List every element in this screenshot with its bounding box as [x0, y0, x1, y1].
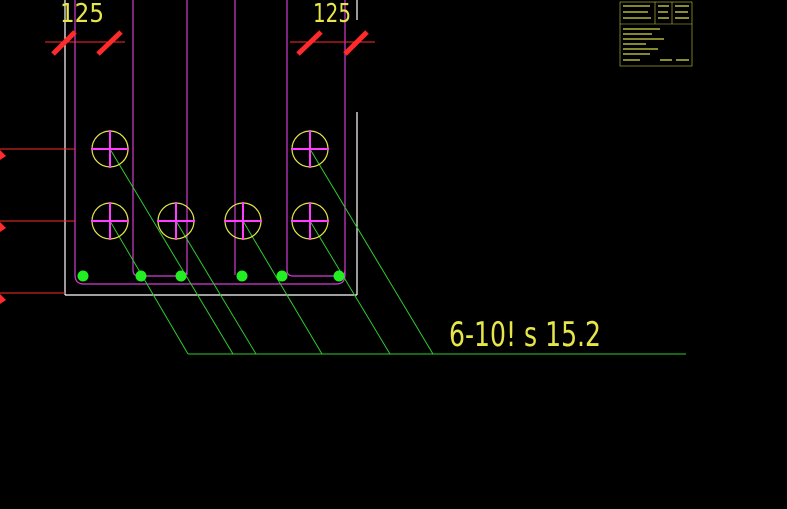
- rebar-dot: [135, 270, 147, 282]
- rebar-dot: [333, 270, 345, 282]
- left-dimension-arrows: [0, 150, 6, 304]
- rebar-dot: [236, 270, 248, 282]
- tendon: [157, 202, 195, 240]
- rebar-dot: [276, 270, 288, 282]
- stirrups: [74, 0, 346, 285]
- tendon: [91, 130, 129, 168]
- tendon-leaders: [109, 148, 686, 355]
- top-dimension-ticks: [51, 30, 369, 56]
- left-dimension-lines: [0, 148, 75, 294]
- section-outline: [64, 0, 358, 296]
- rebar-dot: [77, 270, 89, 282]
- dimension-label-right: 125: [313, 0, 351, 29]
- tendon-group: [91, 130, 329, 240]
- legend-notes-block: [619, 1, 693, 67]
- tendon-callout-label: 6-10! s 15.2: [449, 315, 601, 355]
- longitudinal-bars: [77, 270, 345, 282]
- dimension-label-left: 125: [60, 0, 104, 29]
- tendon: [91, 202, 129, 240]
- tendon: [291, 202, 329, 240]
- rebar-dot: [175, 270, 187, 282]
- tendon: [291, 130, 329, 168]
- tendon: [224, 202, 262, 240]
